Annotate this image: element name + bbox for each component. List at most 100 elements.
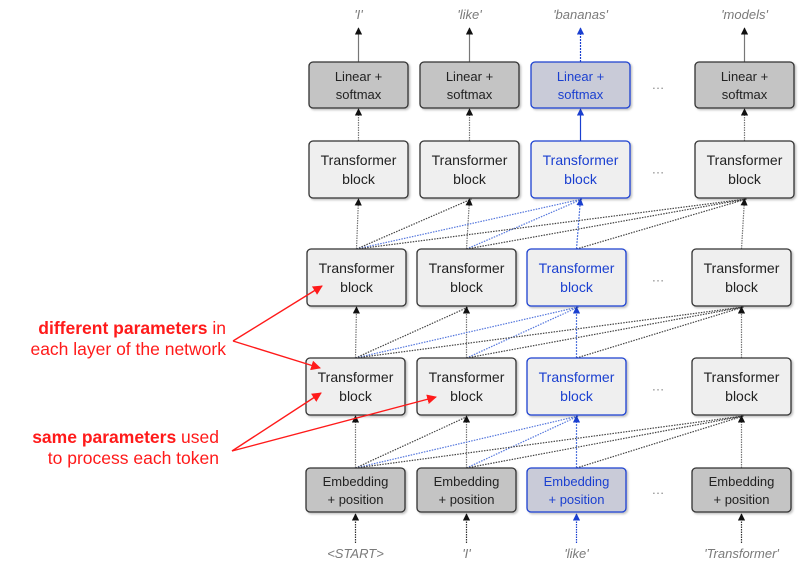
attention-line [576,415,744,469]
block-label: Transformer [704,369,780,385]
transformer-2-block: Transformer block [416,248,517,307]
connection-lines [351,27,749,543]
attention-line [355,415,469,469]
labels: ……………'I''like''bananas''models'<START>'I… [327,7,779,561]
block-box [306,248,407,307]
annotation-same-bold: same parameters [32,427,177,447]
annotation-same-parameters: same parameters used to process each tok… [0,427,219,469]
linear-softmax-block: Linear + softmax [530,61,631,109]
attention-line [466,415,744,469]
input-token: 'I' [462,546,471,561]
block-label: block [342,171,376,187]
block-box [691,248,792,307]
linear-softmax-block: Linear + softmax [419,61,520,109]
attention-line [356,198,472,250]
input-token: 'Transformer' [704,546,779,561]
block-label: Embedding [544,474,610,489]
annotation-different-bold: different parameters [38,318,208,338]
embedding-block: Embedding+ position [305,467,406,513]
block-box [416,248,517,307]
block-label: Linear + [557,69,604,84]
block-label: Linear + [446,69,493,84]
attention-line [576,306,744,359]
attention-line [740,198,748,250]
block-label: block [725,279,759,295]
block-label: Transformer [543,152,619,168]
block-label: softmax [558,87,604,102]
output-token: 'models' [721,7,768,22]
annotation-arrow [231,394,437,452]
block-box [305,467,406,513]
transformer-1-block: Transformer block [305,357,406,416]
block-box [526,467,627,513]
ellipsis: … [652,77,665,92]
block-label: Transformer [704,260,780,276]
block-label: + position [438,492,494,507]
block-label: softmax [722,87,768,102]
attention-line [466,198,747,250]
attention-line [355,306,469,359]
annotation-different-parameters: different parameters in each layer of th… [0,318,226,360]
block-label: Transformer [318,369,394,385]
block-label: Transformer [429,260,505,276]
output-token: 'I' [354,7,363,22]
input-token: <START> [327,546,384,561]
attention-line [355,306,744,359]
block-label: block [453,171,487,187]
block-label: + position [713,492,769,507]
block-label: Transformer [539,260,615,276]
attention-line [466,306,744,359]
attention-line [466,198,583,250]
annotation-arrows [231,285,437,452]
block-box [416,467,517,513]
block-label: block [340,279,374,295]
block-label: Transformer [707,152,783,168]
annotation-arrow [232,340,321,371]
embedding-block: Embedding+ position [526,467,627,513]
block-label: block [339,388,373,404]
transformer-2-block: Transformer block [691,248,792,307]
attention-line [575,198,584,250]
block-label: block [725,388,759,404]
annotation-same-rest: used [176,427,219,447]
block-label: block [450,279,484,295]
input-token: 'like' [564,546,589,561]
block-label: softmax [447,87,493,102]
ellipsis: … [652,270,665,285]
block-box [419,61,520,109]
block-label: Transformer [321,152,397,168]
block-box [691,467,792,513]
block-box [691,357,792,416]
attention-line [576,198,747,250]
block-label: Embedding [434,474,500,489]
embedding-block: Embedding + position [416,467,517,513]
block-box [308,140,409,199]
block-label: Embedding [323,474,389,489]
ellipsis: … [652,379,665,394]
transformer-1-block: Transformer block [691,357,792,416]
attention-line [355,306,579,359]
block-label: Embedding [709,474,775,489]
transformer-3-block: Transformer block [530,140,631,199]
attention-line [466,306,579,359]
annotation-same-line2: to process each token [47,448,219,468]
block-label: softmax [336,87,382,102]
attention-line [355,415,579,469]
block-label: block [450,388,484,404]
linear-softmax-block: Linear +softmax [308,61,409,109]
attention-line [356,198,583,250]
block-label: Linear + [721,69,768,84]
output-token: 'like' [457,7,482,22]
block-box [694,61,795,109]
attention-line [355,415,744,469]
block-label: Transformer [319,260,395,276]
block-label: block [560,388,594,404]
block-box [526,248,627,307]
block-label: block [564,171,598,187]
